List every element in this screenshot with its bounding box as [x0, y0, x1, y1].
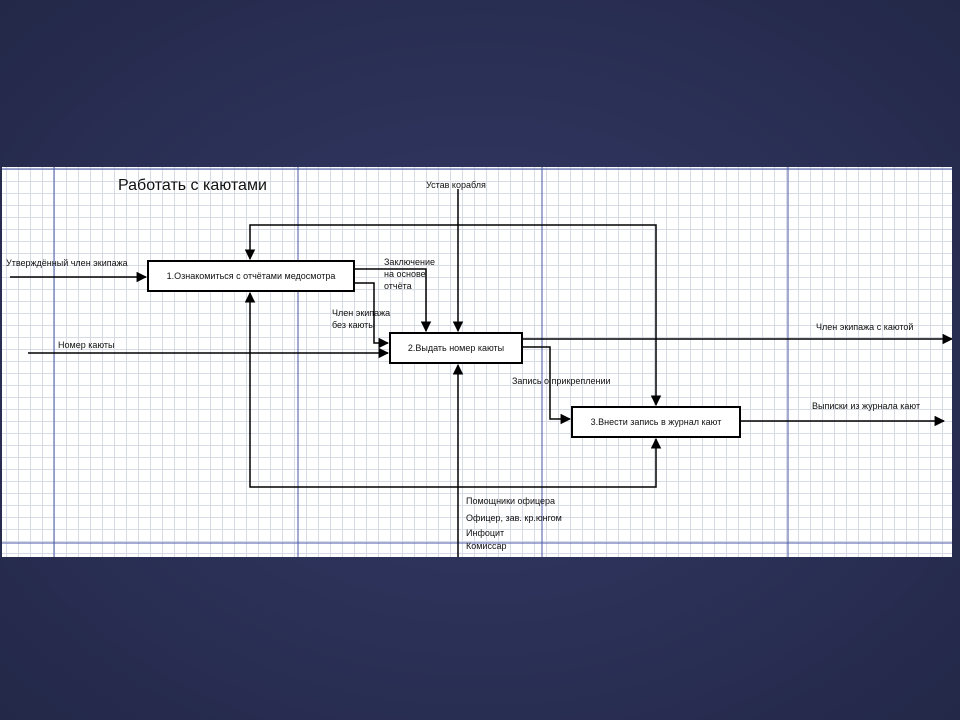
- label-zapis: Запись о прикреплении: [512, 376, 611, 386]
- label-utverzhdenny-chlen: Утверждённый член экипажа: [6, 258, 128, 268]
- label-chlen-bez-2: без каюты: [332, 320, 375, 330]
- diagram-title: Работать с каютами: [118, 177, 267, 194]
- arrow-zaklyuchenie: [354, 268, 432, 333]
- arrow-mechanism-box1: [244, 291, 458, 488]
- box-2-rect[interactable]: [389, 332, 523, 364]
- box-1-label[interactable]: 1.Ознакомиться с отчётами медосмотра: [166, 271, 336, 281]
- idef0-diagram: Работать с каютами 1.Ознакомиться с отчё…: [2, 167, 952, 557]
- arrow-zapis: [522, 346, 572, 425]
- label-zaklyuchenie-2: на основе: [384, 269, 426, 279]
- label-zaklyuchenie-1: Заключение: [384, 257, 435, 267]
- box-2-label[interactable]: 2.Выдать номер каюты: [407, 343, 505, 353]
- diagram-canvas: [2, 167, 952, 557]
- box-3-rect[interactable]: [571, 406, 741, 438]
- label-chlen-bez-1: Член экипажа: [332, 308, 391, 318]
- arrow-chlen-bez-kayuty: [354, 282, 390, 349]
- arrow-mechanism-box3: [458, 437, 662, 488]
- label-mechanism-4: Комиссар: [466, 541, 507, 551]
- label-vypiski: Выписки из журнала кают: [812, 401, 921, 411]
- label-chlen-s-kayutoi: Член экипажа с каютой: [816, 322, 914, 332]
- box-3-label[interactable]: 3.Внести запись в журнал кают: [590, 417, 722, 427]
- arrow-control-loop-box3: [458, 224, 662, 407]
- label-nomer-kayuty: Номер каюты: [58, 340, 115, 350]
- label-mechanism-2: Офицер, зав. кр.юнгом: [466, 513, 562, 523]
- label-mechanism-1: Помощники офицера: [466, 496, 556, 506]
- label-mechanism-3: Инфоцит: [466, 528, 505, 538]
- label-zaklyuchenie-3: отчёта: [384, 281, 412, 291]
- label-ustav-korablya: Устав корабля: [426, 180, 486, 190]
- box-1-rect[interactable]: [147, 260, 355, 292]
- arrow-control-loop-box1: [244, 224, 458, 261]
- major-grid: [2, 167, 952, 557]
